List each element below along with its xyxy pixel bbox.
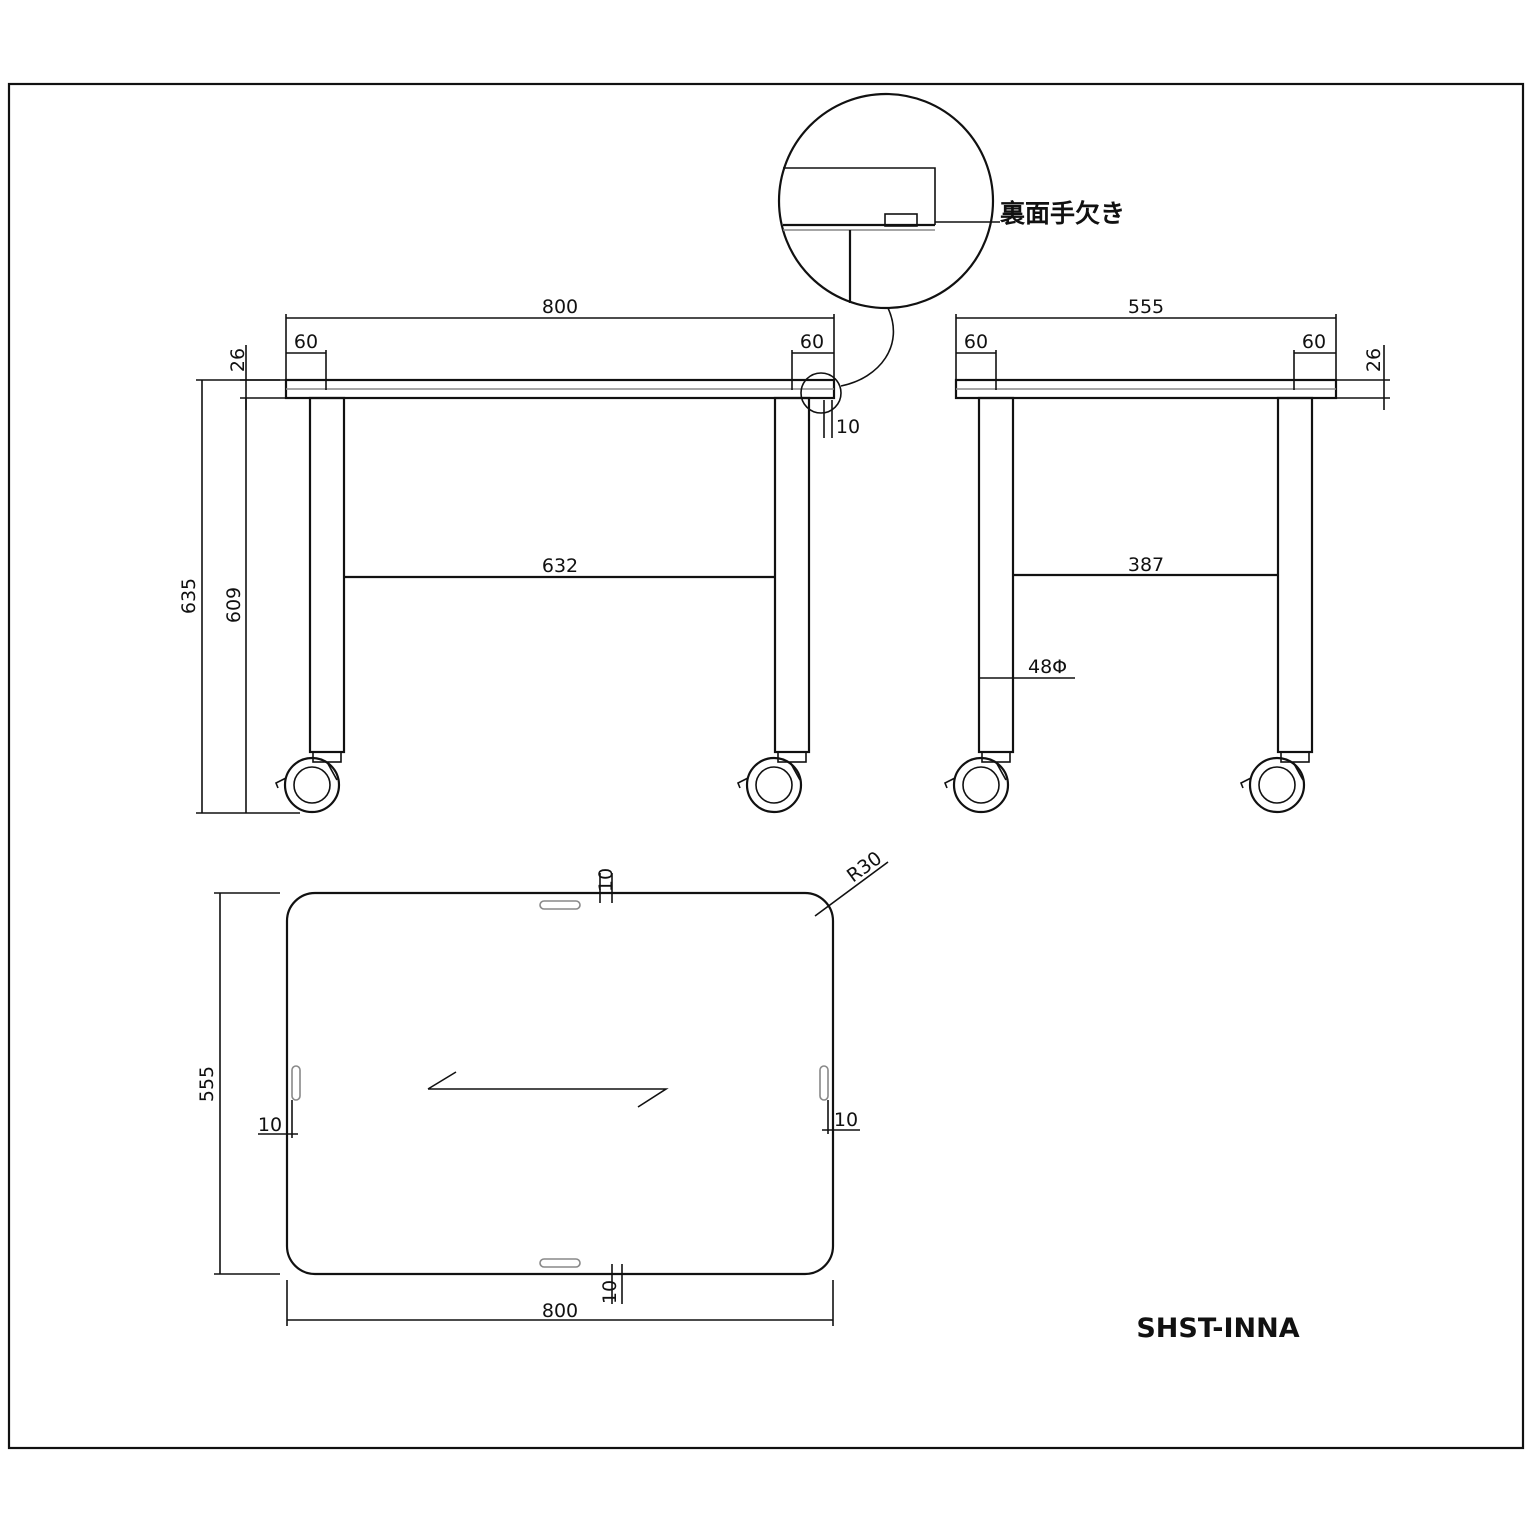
dim-side-leg-diameter: 48Φ [1028,656,1067,678]
dim-side-edge-left: 60 [964,331,988,353]
dim-side-edge-right: 60 [1302,331,1326,353]
side-view: 555 60 60 26 387 48Φ [943,296,1390,814]
side-leg-right [1276,396,1314,754]
plan-slot-right [819,1065,829,1101]
dim-front-edge-left: 60 [294,331,318,353]
dim-plan-slot-right: 10 [834,1109,858,1131]
plan-slot-left [291,1065,301,1101]
model-number: SHST-INNA [1136,1313,1299,1344]
dim-plan-slot-top: 10 [595,868,617,892]
dim-front-edge-right: 60 [800,331,824,353]
front-detail-marker [800,372,842,414]
dim-side-stretcher: 387 [1128,554,1164,576]
dim-front-notch: 10 [836,416,860,438]
dim-front-total-height: 635 [178,578,200,614]
dim-front-stretcher: 632 [542,555,578,577]
dim-plan-corner-radius: R30 [843,847,886,887]
plan-tabletop-outline [285,891,835,1276]
dim-front-width: 800 [542,296,578,318]
grain-direction-symbol [427,1071,669,1108]
front-leg-right [773,396,811,754]
plan-slot-top [539,900,581,910]
front-caster-right [736,751,807,814]
dim-side-width: 555 [1128,296,1164,318]
detail-circle [777,92,995,310]
drawing-frame [7,82,1525,1450]
dim-front-top-thickness: 26 [227,348,249,372]
side-leg-left [977,396,1015,754]
detail-leader-curve [840,307,895,387]
detail-notch [884,213,918,227]
dim-front-leg-height: 609 [223,587,245,623]
front-view: 800 60 60 26 10 635 609 632 [178,296,895,814]
dim-plan-slot-left: 10 [258,1114,282,1136]
dim-side-top-thickness: 26 [1363,348,1385,372]
dim-plan-width: 800 [542,1300,578,1322]
dim-plan-slot-bottom: 10 [599,1280,621,1304]
side-caster-left [943,751,1011,814]
plan-slot-bottom [539,1258,581,1268]
plan-view: 10 10 10 10 R30 555 800 [196,847,889,1326]
front-caster-left [274,751,342,814]
detail-view: 裏面手欠き [777,92,1125,310]
detail-label: 裏面手欠き [999,199,1125,228]
side-caster-right [1239,751,1310,814]
front-leg-left [308,396,346,754]
dim-plan-depth: 555 [196,1066,218,1102]
